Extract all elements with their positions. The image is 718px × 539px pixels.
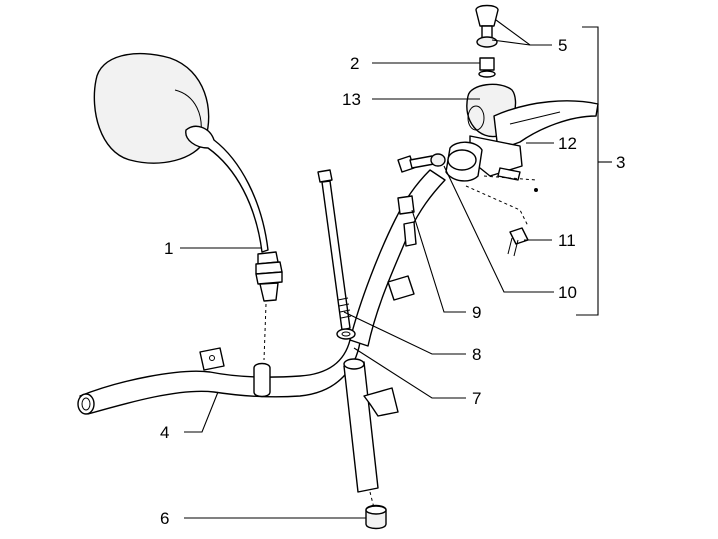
long-bolt bbox=[317, 169, 356, 340]
callout-8: 8 bbox=[472, 345, 481, 364]
callout-3: 3 bbox=[616, 153, 625, 172]
callout-13: 13 bbox=[342, 90, 361, 109]
steering-tube bbox=[343, 358, 399, 509]
handlebar-tube bbox=[77, 169, 446, 415]
callout-labels: 1 2 13 5 3 12 11 10 9 8 7 4 6 bbox=[160, 36, 625, 528]
callout-5: 5 bbox=[558, 36, 567, 55]
callout-1: 1 bbox=[164, 239, 173, 258]
callout-12: 12 bbox=[558, 134, 577, 153]
callout-11: 11 bbox=[558, 231, 576, 250]
callout-10: 10 bbox=[558, 283, 577, 302]
leader-lines bbox=[180, 19, 612, 519]
callout-2: 2 bbox=[350, 54, 359, 73]
callout-6: 6 bbox=[160, 509, 169, 528]
tube-end-cap bbox=[365, 504, 387, 530]
rear-view-mirror bbox=[93, 52, 283, 361]
callout-4: 4 bbox=[160, 423, 169, 442]
callout-9: 9 bbox=[472, 303, 481, 322]
brake-lever-assembly bbox=[397, 4, 599, 257]
callout-7: 7 bbox=[472, 389, 481, 408]
